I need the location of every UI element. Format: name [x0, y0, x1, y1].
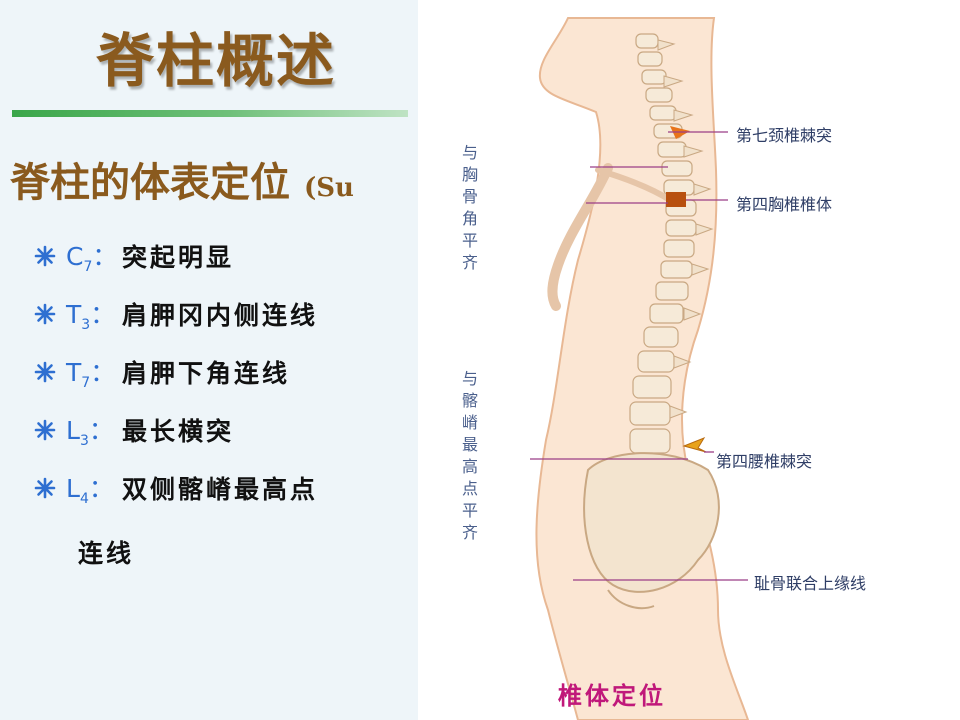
- annotation-pubic: 耻骨联合上缘线: [754, 574, 867, 593]
- annotation-l4: 第四腰椎棘突: [716, 452, 813, 471]
- list-item: L4： 双侧髂嵴最高点: [34, 468, 318, 508]
- vertebra-description: 肩胛下角连线: [122, 359, 291, 388]
- list-item: L3： 最长横突: [34, 410, 234, 450]
- asterisk-bullet-icon: [34, 361, 56, 383]
- vertebra-description: 突起明显: [122, 243, 235, 272]
- vertebra-description: 最长横突: [122, 417, 235, 446]
- subtitle-paren: (Su: [303, 173, 354, 203]
- spine-illustration: 与胸骨角平齐 与髂嵴最高点平齐 第七颈椎棘突 第四胸椎椎体 第四腰椎棘突 耻骨联…: [418, 0, 960, 720]
- vertebra-label: L3：: [66, 416, 114, 449]
- note-iliac-crest: 与髂嵴最高点平齐: [461, 369, 478, 542]
- vertebra-description: 肩胛冈内侧连线: [122, 301, 319, 330]
- asterisk-bullet-icon: [34, 477, 56, 499]
- list-item: T3： 肩胛冈内侧连线: [34, 294, 318, 334]
- spine-diagram: [530, 17, 750, 720]
- t4-marker: [666, 192, 686, 207]
- note-sternal-angle: 与胸骨角平齐: [461, 143, 478, 272]
- vertebra-label: C7：: [66, 242, 118, 275]
- l4-arrow-icon: [682, 436, 707, 453]
- reference-lines: [530, 131, 748, 581]
- vertebra-description: 双侧髂嵴最高点: [122, 475, 319, 504]
- bullet-continuation: 连线: [78, 539, 135, 568]
- vertebra-label: T7：: [66, 358, 116, 391]
- list-item: T7： 肩胛下角连线: [34, 352, 290, 392]
- asterisk-bullet-icon: [34, 245, 56, 267]
- title-underline: [12, 110, 408, 117]
- spinous-processes: [657, 39, 714, 419]
- vertebra-label: T3：: [66, 300, 116, 333]
- asterisk-bullet-icon: [34, 419, 56, 441]
- slide-title: 脊柱概述: [96, 27, 337, 95]
- list-item: C7： 突起明显: [34, 236, 234, 276]
- figure-caption: 椎体定位: [558, 682, 666, 710]
- subtitle-text: 脊柱的体表定位: [10, 159, 290, 206]
- asterisk-bullet-icon: [34, 303, 56, 325]
- annotation-t4: 第四胸椎椎体: [736, 195, 833, 214]
- section-subtitle: 脊柱的体表定位 (Su: [10, 150, 354, 208]
- annotation-c7: 第七颈椎棘突: [736, 126, 833, 145]
- vertebra-label: L4：: [66, 474, 114, 507]
